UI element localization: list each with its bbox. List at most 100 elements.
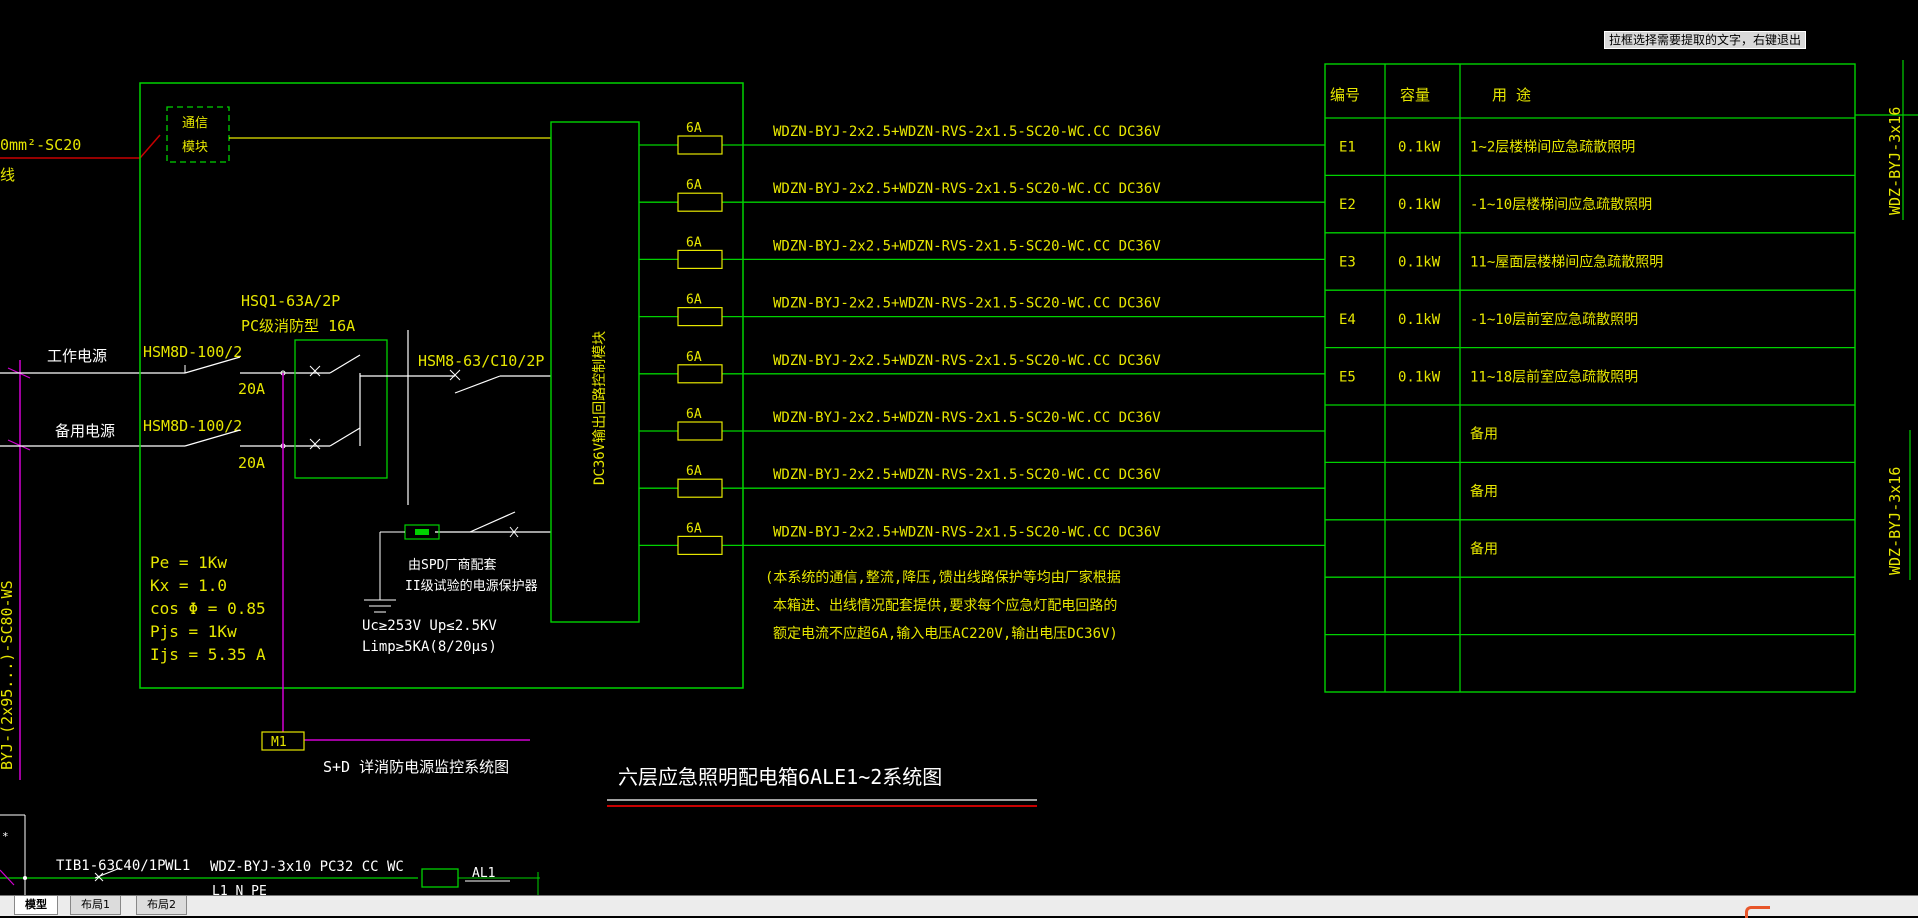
table-row: 备用	[1325, 404, 1855, 443]
output-circuit: 6A WDZN-BYJ-2x2.5+WDZN-RVS-2x1.5-SC20-WC.…	[639, 121, 1325, 155]
table-header-cap: 容量	[1400, 86, 1430, 104]
svg-text:模块: 模块	[182, 140, 208, 155]
svg-text:TIB1-63C40/1P: TIB1-63C40/1P	[56, 858, 166, 874]
table-header-id: 编号	[1330, 86, 1360, 104]
m1-label: M1	[271, 735, 287, 750]
row-use: 备用	[1470, 541, 1498, 558]
dc-bus-module: DC36V输出回路控制模块	[550, 121, 640, 623]
row-capacity: 0.1kW	[1398, 197, 1441, 213]
table-row: E4 0.1kW -1~10层前室应急疏散照明	[1325, 289, 1855, 328]
svg-text:WDZ-BYJ-3x16: WDZ-BYJ-3x16	[1886, 107, 1904, 215]
monitor-line: M1 S+D 详消防电源监控系统图	[261, 373, 530, 776]
spd-group: 由SPD厂商配套 II级试验的电源保护器 Uc≥253V Up≤2.5KV Li…	[362, 511, 551, 655]
breaker2-model-label: HSM8D-100/2	[143, 417, 242, 435]
row-use: 11~屋面层楼梯间应急疏散照明	[1470, 254, 1663, 271]
row-use: -1~10层楼梯间应急疏散照明	[1470, 196, 1652, 213]
corner-indicator	[1745, 906, 1770, 918]
row-capacity: 0.1kW	[1398, 312, 1441, 328]
tab-model[interactable]: 模型	[14, 896, 58, 915]
fuse-symbol	[677, 364, 723, 384]
row-id: E1	[1339, 140, 1356, 156]
tab-layout1[interactable]: 布局1	[70, 896, 121, 915]
circuit-cable-label: WDZN-BYJ-2x2.5+WDZN-RVS-2x1.5-SC20-WC.CC…	[773, 524, 1161, 540]
left-cable-label: 0mm²-SC20	[0, 136, 81, 154]
svg-text:DC36V输出回路控制模块: DC36V输出回路控制模块	[592, 331, 608, 485]
svg-text:AL1: AL1	[472, 866, 495, 881]
fuse-rating: 6A	[686, 121, 702, 136]
panel-outline	[139, 82, 744, 689]
hsq-desc-label: PC级消防型 16A	[241, 317, 355, 335]
svg-text:WDZ-BYJ-3x16: WDZ-BYJ-3x16	[1886, 467, 1904, 575]
circuit-cable-label: WDZN-BYJ-2x2.5+WDZN-RVS-2x1.5-SC20-WC.CC…	[773, 238, 1161, 254]
output-circuit: 6A WDZN-BYJ-2x2.5+WDZN-RVS-2x1.5-SC20-WC.…	[639, 407, 1325, 441]
output-circuit: 6A WDZN-BYJ-2x2.5+WDZN-RVS-2x1.5-SC20-WC.…	[639, 178, 1325, 212]
work-power-label: 工作电源	[47, 347, 107, 365]
left-vertical-cable-label: BYJ-(2x95...)-SC80-WS	[0, 580, 16, 770]
cad-drawing-canvas[interactable]: 0mm²-SC20 线 BYJ-(2x95...)-SC80-WS 工作电源 备…	[0, 0, 1918, 895]
output-circuit: 6A WDZN-BYJ-2x2.5+WDZN-RVS-2x1.5-SC20-WC.…	[639, 293, 1325, 327]
row-id: E4	[1339, 312, 1356, 328]
extract-text-hint: 拉框选择需要提取的文字，右键退出	[1604, 31, 1806, 49]
left-partial-area: 0mm²-SC20 线 BYJ-(2x95...)-SC80-WS 工作电源 备…	[0, 134, 185, 780]
svg-text:通信: 通信	[182, 116, 208, 131]
breaker1-model-label: HSM8D-100/2	[143, 343, 242, 361]
fuse-rating: 6A	[686, 293, 702, 308]
breaker1-rating-label: 20A	[238, 380, 265, 398]
circuit-cable-label: WDZN-BYJ-2x2.5+WDZN-RVS-2x1.5-SC20-WC.CC…	[773, 181, 1161, 197]
fuse-symbol	[677, 249, 723, 269]
svg-text:六层应急照明配电箱6ALE1~2系统图: 六层应急照明配电箱6ALE1~2系统图	[618, 765, 942, 789]
m1-desc: S+D 详消防电源监控系统图	[323, 758, 509, 776]
fuse-symbol	[677, 192, 723, 212]
load-calculation: Pe = 1Kw Kx = 1.0 cos Φ = 0.85 Pjs = 1Kw…	[150, 553, 266, 664]
svg-text:额定电流不应超6A,输入电压AC220V,输出电压DC36V: 额定电流不应超6A,输入电压AC220V,输出电压DC36V)	[773, 625, 1118, 642]
svg-text:本箱进、出线情况配套提供,要求每个应急灯配电回路的: 本箱进、出线情况配套提供,要求每个应急灯配电回路的	[773, 597, 1117, 614]
fuse-rating: 6A	[686, 521, 702, 536]
svg-text:Pjs = 1Kw: Pjs = 1Kw	[150, 622, 237, 641]
svg-text:Pe = 1Kw: Pe = 1Kw	[150, 553, 227, 572]
output-circuit: 6A WDZN-BYJ-2x2.5+WDZN-RVS-2x1.5-SC20-WC.…	[639, 235, 1325, 269]
right-cables: WDZ-BYJ-3x16 WDZ-BYJ-3x16	[1855, 60, 1918, 580]
fuse-rating: 6A	[686, 178, 702, 193]
fuse-rating: 6A	[686, 407, 702, 422]
table-header-use: 用 途	[1492, 86, 1531, 104]
circuit-cable-label: WDZN-BYJ-2x2.5+WDZN-RVS-2x1.5-SC20-WC.CC…	[773, 124, 1161, 140]
breaker2-rating-label: 20A	[238, 454, 265, 472]
circuit-cable-label: WDZN-BYJ-2x2.5+WDZN-RVS-2x1.5-SC20-WC.CC…	[773, 467, 1161, 483]
svg-text:L1 N PE: L1 N PE	[212, 884, 267, 895]
circuit-cable-label: WDZN-BYJ-2x2.5+WDZN-RVS-2x1.5-SC20-WC.CC…	[773, 410, 1161, 426]
output-circuit: 6A WDZN-BYJ-2x2.5+WDZN-RVS-2x1.5-SC20-WC.…	[639, 521, 1325, 556]
left-line-char: 线	[0, 166, 15, 184]
layout-tab-bar: 模型 布局1 布局2	[0, 895, 1918, 916]
system-note: (本系统的通信,整流,降压,馈出线路保护等均由厂家根据 本箱进、出线情况配套提供…	[765, 569, 1121, 642]
circuit-cable-label: WDZN-BYJ-2x2.5+WDZN-RVS-2x1.5-SC20-WC.CC…	[773, 296, 1161, 312]
svg-text:*: *	[2, 830, 9, 843]
incoming-breakers: HSQ1-63A/2P PC级消防型 16A HSM8D-100/2 20A H…	[143, 292, 551, 505]
table-row: E2 0.1kW -1~10层楼梯间应急疏散照明	[1325, 174, 1855, 213]
svg-text:II级试验的电源保护器: II级试验的电源保护器	[405, 578, 538, 594]
tab-layout2[interactable]: 布局2	[136, 896, 187, 915]
backup-power-label: 备用电源	[55, 422, 115, 440]
svg-text:Ijs = 5.35 A: Ijs = 5.35 A	[150, 645, 266, 664]
hsm8-label: HSM8-63/C10/2P	[418, 352, 544, 370]
bottom-partial-area: * TIB1-63C40/1P WL1 WDZ-BYJ-3x10 PC32 CC…	[0, 814, 540, 895]
svg-text:Limp≥5KA(8/20μs): Limp≥5KA(8/20μs)	[362, 639, 497, 655]
svg-text:WDZ-BYJ-3x10 PC32 CC WC: WDZ-BYJ-3x10 PC32 CC WC	[210, 859, 404, 875]
svg-text:Uc≥253V Up≤2.5KV: Uc≥253V Up≤2.5KV	[362, 618, 497, 634]
row-use: -1~10层前室应急疏散照明	[1470, 311, 1638, 328]
fuse-symbol	[677, 307, 723, 327]
svg-text:由SPD厂商配套: 由SPD厂商配套	[408, 557, 496, 573]
row-capacity: 0.1kW	[1398, 255, 1441, 271]
svg-text:WL1: WL1	[165, 858, 190, 874]
row-id: E5	[1339, 369, 1356, 385]
row-id: E3	[1339, 255, 1356, 271]
fuse-symbol	[677, 535, 723, 556]
fuse-rating: 6A	[686, 235, 702, 250]
row-id: E2	[1339, 197, 1356, 213]
row-use: 备用	[1470, 483, 1498, 500]
row-capacity: 0.1kW	[1398, 140, 1441, 156]
